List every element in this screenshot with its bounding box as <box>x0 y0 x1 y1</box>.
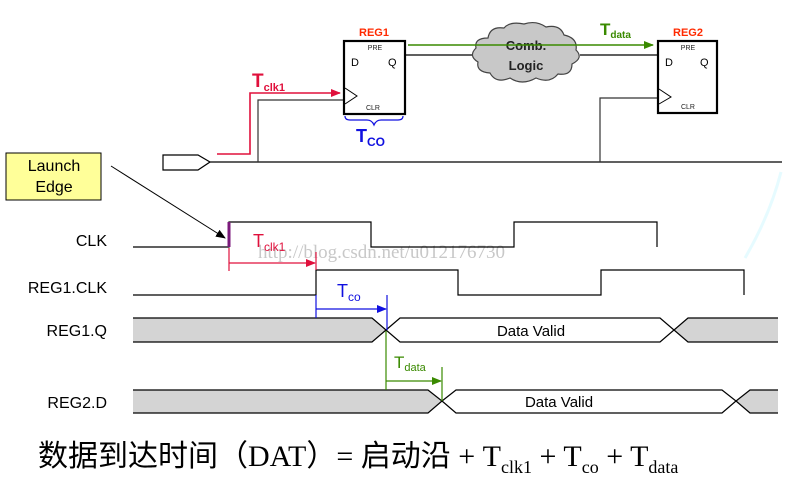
reg1-clr-pin: CLR <box>366 105 380 112</box>
reg2-d-bus: Data Valid <box>133 389 778 414</box>
comb-logic-cloud: Comb. Logic <box>471 21 580 83</box>
reg1-flipflop: REG1 PRE D Q CLR <box>342 27 407 116</box>
reg1-title: REG1 <box>359 27 389 39</box>
reg2-flipflop: REG2 PRE D Q CLR <box>656 27 719 115</box>
decorative-stroke <box>743 171 783 259</box>
tdata-circuit-label: Tdata <box>600 20 631 41</box>
dat-formula: 数据到达时间（DAT）= 启动沿 + Tclk1 + Tco + Tdata <box>38 440 678 477</box>
signal-label-reg2-d: REG2.D <box>47 395 107 412</box>
reg2-d-pin: D <box>665 57 673 69</box>
reg1-q-bus: Data Valid <box>133 317 778 343</box>
signal-label-clk: CLK <box>76 233 107 250</box>
reg2-pre-pin: PRE <box>681 45 696 52</box>
launch-edge-line2: Edge <box>35 179 72 196</box>
reg1-q-pin: Q <box>388 57 397 69</box>
signal-label-reg1-q: REG1.Q <box>47 323 107 340</box>
watermark: http://blog.csdn.net/u012176730 <box>258 242 505 263</box>
tco-timing-label: Tco <box>337 281 361 304</box>
cloud-label-line2: Logic <box>509 58 544 73</box>
reg1-d-pin: D <box>351 57 359 69</box>
reg1-q-data-valid-label: Data Valid <box>497 323 565 340</box>
clock-input-port <box>162 154 782 171</box>
reg1-clk-waveform <box>133 269 745 296</box>
reg1-pre-pin: PRE <box>368 45 383 52</box>
tco-circuit-label: TCO <box>356 126 385 149</box>
launch-edge-line1: Launch <box>28 158 81 175</box>
launch-edge-callout: Launch Edge <box>5 152 226 239</box>
tdata-timing-label: Tdata <box>394 353 427 374</box>
launch-edge-pointer-arrow <box>110 165 226 239</box>
tclk1-label: Tclk1 <box>252 71 285 94</box>
signal-label-reg1-clk: REG1.CLK <box>28 280 107 297</box>
tco-brace <box>344 115 404 127</box>
reg2-title: REG2 <box>673 27 703 39</box>
tclk1-timing-label: Tclk1 <box>253 231 286 254</box>
reg2-d-data-valid-label: Data Valid <box>525 394 593 411</box>
tclk1-path-arrow <box>217 89 341 155</box>
reg2-clr-pin: CLR <box>681 104 695 111</box>
reg2-q-pin: Q <box>700 57 709 69</box>
reg2-clock-wire <box>599 97 657 162</box>
reg1-clock-wire <box>257 99 344 162</box>
